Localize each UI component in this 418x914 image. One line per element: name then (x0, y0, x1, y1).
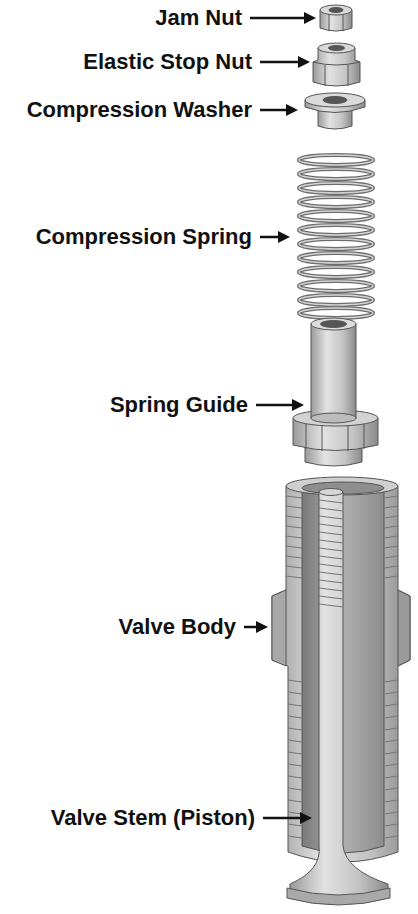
jam-nut (320, 5, 352, 31)
spring-guide (293, 318, 378, 466)
part-label: Spring Guide (110, 393, 248, 417)
elastic-stop-nut (313, 43, 360, 86)
leader-arrows (244, 12, 316, 824)
part-label: Valve Body (119, 615, 236, 639)
part-label: Compression Spring (36, 225, 252, 249)
part-label: Jam Nut (155, 6, 242, 30)
compression-spring (299, 155, 373, 318)
compression-washer (305, 93, 365, 129)
valve-stem (287, 489, 390, 906)
part-label: Elastic Stop Nut (83, 50, 252, 74)
part-label: Valve Stem (Piston) (51, 806, 255, 830)
part-label: Compression Washer (27, 98, 252, 122)
